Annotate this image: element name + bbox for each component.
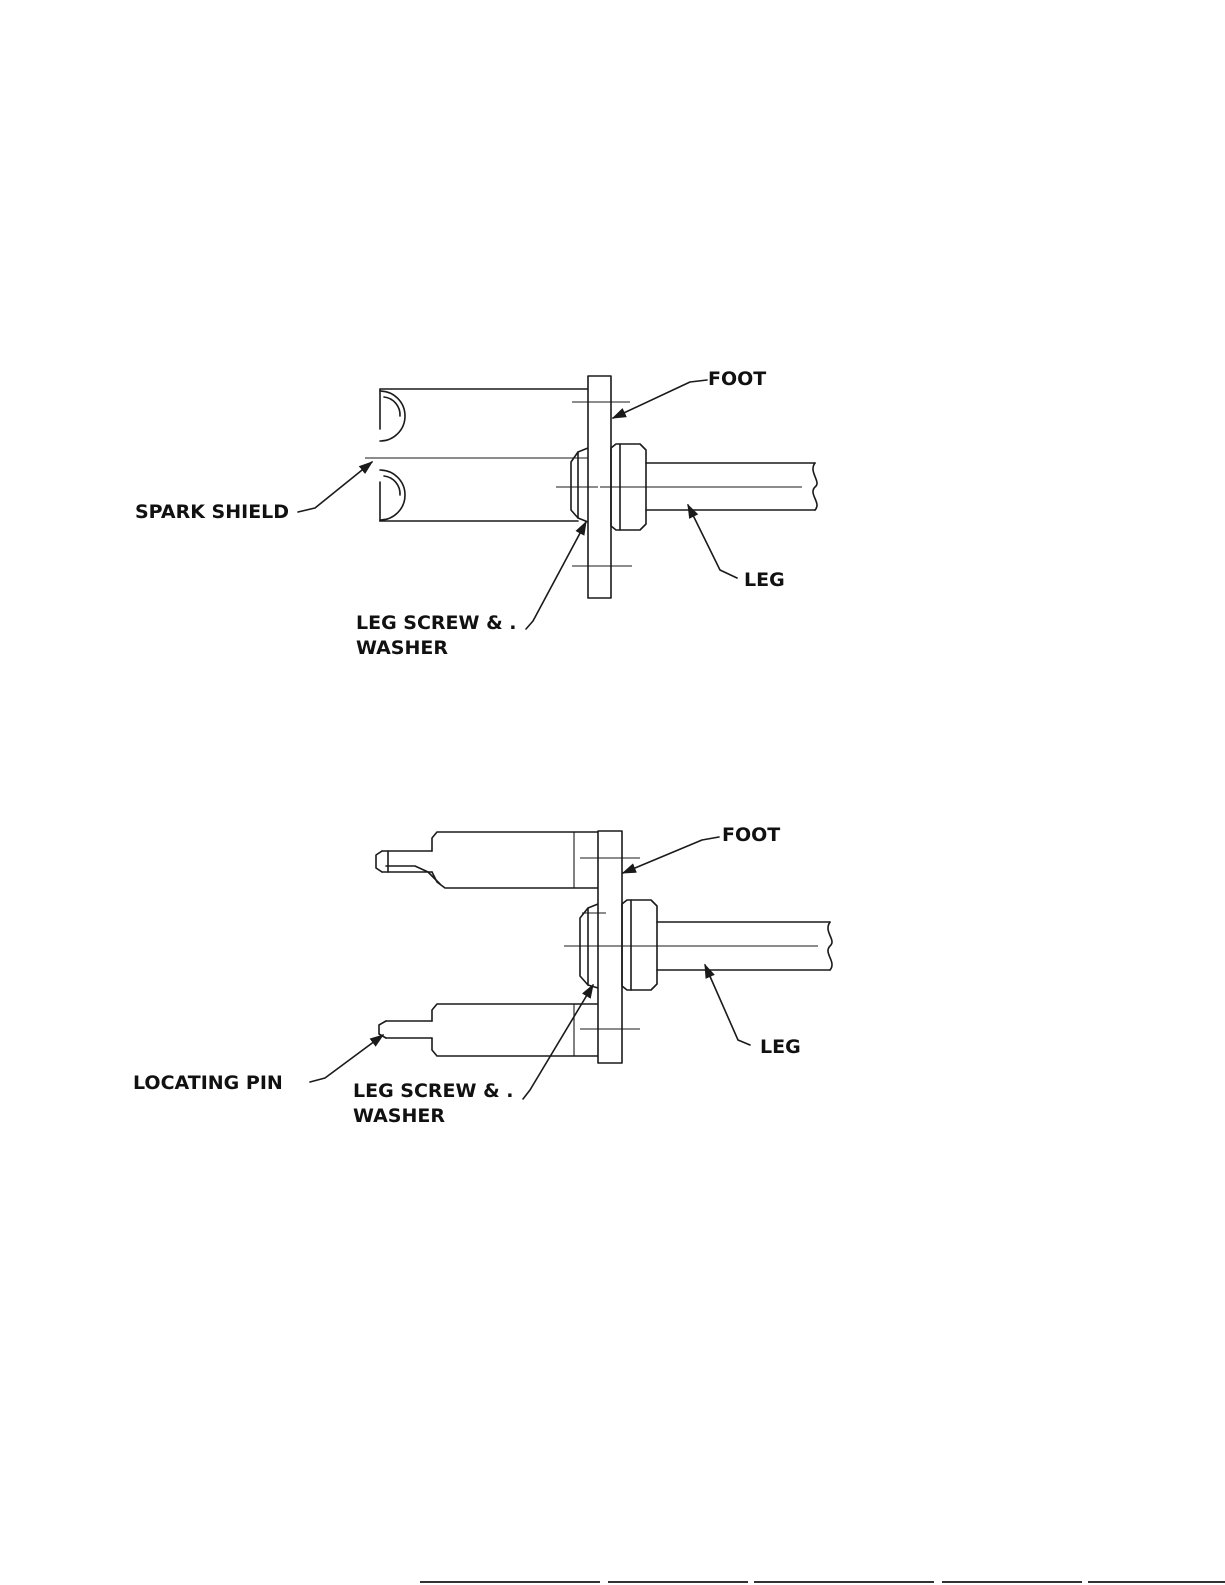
foot-label: FOOT [708,368,766,390]
spark-shield-label: SPARK SHIELD [135,501,289,523]
figure-2-foot-with-locating-pins: FOOT LOCATING PIN LEG LEG SCREW & . WASH… [133,824,832,1127]
leg-label: LEG [744,569,785,591]
spark-shield [365,389,590,521]
leg-screw-washer-label-line1: LEG SCREW & . [353,1080,514,1102]
leg-screw-washer-label-line2: WASHER [356,637,448,659]
locating-pin-label: LOCATING PIN [133,1072,283,1094]
leg-collar [622,900,657,990]
figure-1-foot-with-spark-shield: FOOT SPARK SHIELD LEG LEG SCREW & . WASH… [135,368,817,659]
leg-screw-head [571,448,588,522]
leg-screw-washer-label-line1: LEG SCREW & . [356,612,517,634]
leg-tube [600,463,817,510]
foot-label: FOOT [722,824,780,846]
locating-pin-upper [376,832,598,888]
foot-plate [598,831,622,1063]
leg-label: LEG [760,1036,801,1058]
leg-screw-washer-label-line2: WASHER [353,1105,445,1127]
